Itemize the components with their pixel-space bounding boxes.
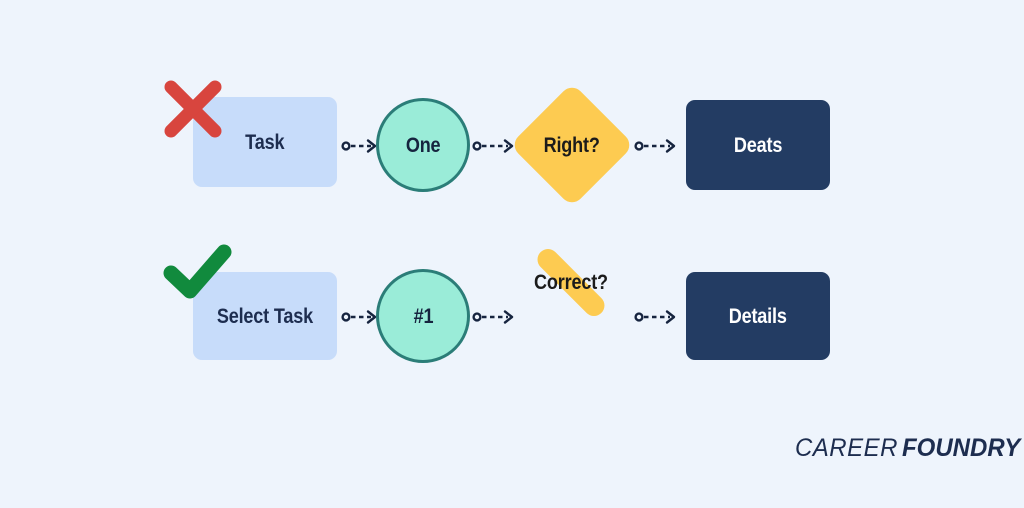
node-label: Right? <box>543 133 601 157</box>
connector-arrow <box>472 305 518 329</box>
connector-arrow <box>472 134 518 158</box>
node-label: Correct? <box>534 271 608 294</box>
circle-node-number-one[interactable]: #1 <box>376 269 470 363</box>
process-node-select-task[interactable]: Select Task <box>193 272 337 360</box>
terminator-node-details[interactable]: Details <box>686 272 830 360</box>
node-label: #1 <box>413 304 433 328</box>
logo-text-foundry: FOUNDRY <box>902 434 1021 462</box>
connector-arrow <box>634 134 680 158</box>
cross-mark <box>162 78 224 140</box>
connector-arrow <box>634 305 680 329</box>
node-label: Task <box>245 130 285 154</box>
node-label: Select Task <box>216 304 314 328</box>
connector-arrow <box>341 134 381 158</box>
careerfoundry-logo: CAREER FOUNDRY <box>795 434 1024 463</box>
logo-text-career: CAREER <box>795 434 898 462</box>
node-label: Deats <box>733 133 783 157</box>
decision-node-right[interactable]: Right? <box>509 82 635 208</box>
node-label: One <box>405 133 441 157</box>
decision-node-correct[interactable]: Correct? <box>528 244 614 321</box>
connector-arrow <box>341 305 381 329</box>
check-mark <box>163 243 233 299</box>
node-label: Details <box>728 304 788 328</box>
terminator-node-deats[interactable]: Deats <box>686 100 830 190</box>
process-node-task[interactable]: Task <box>193 97 337 187</box>
circle-node-one[interactable]: One <box>376 98 470 192</box>
